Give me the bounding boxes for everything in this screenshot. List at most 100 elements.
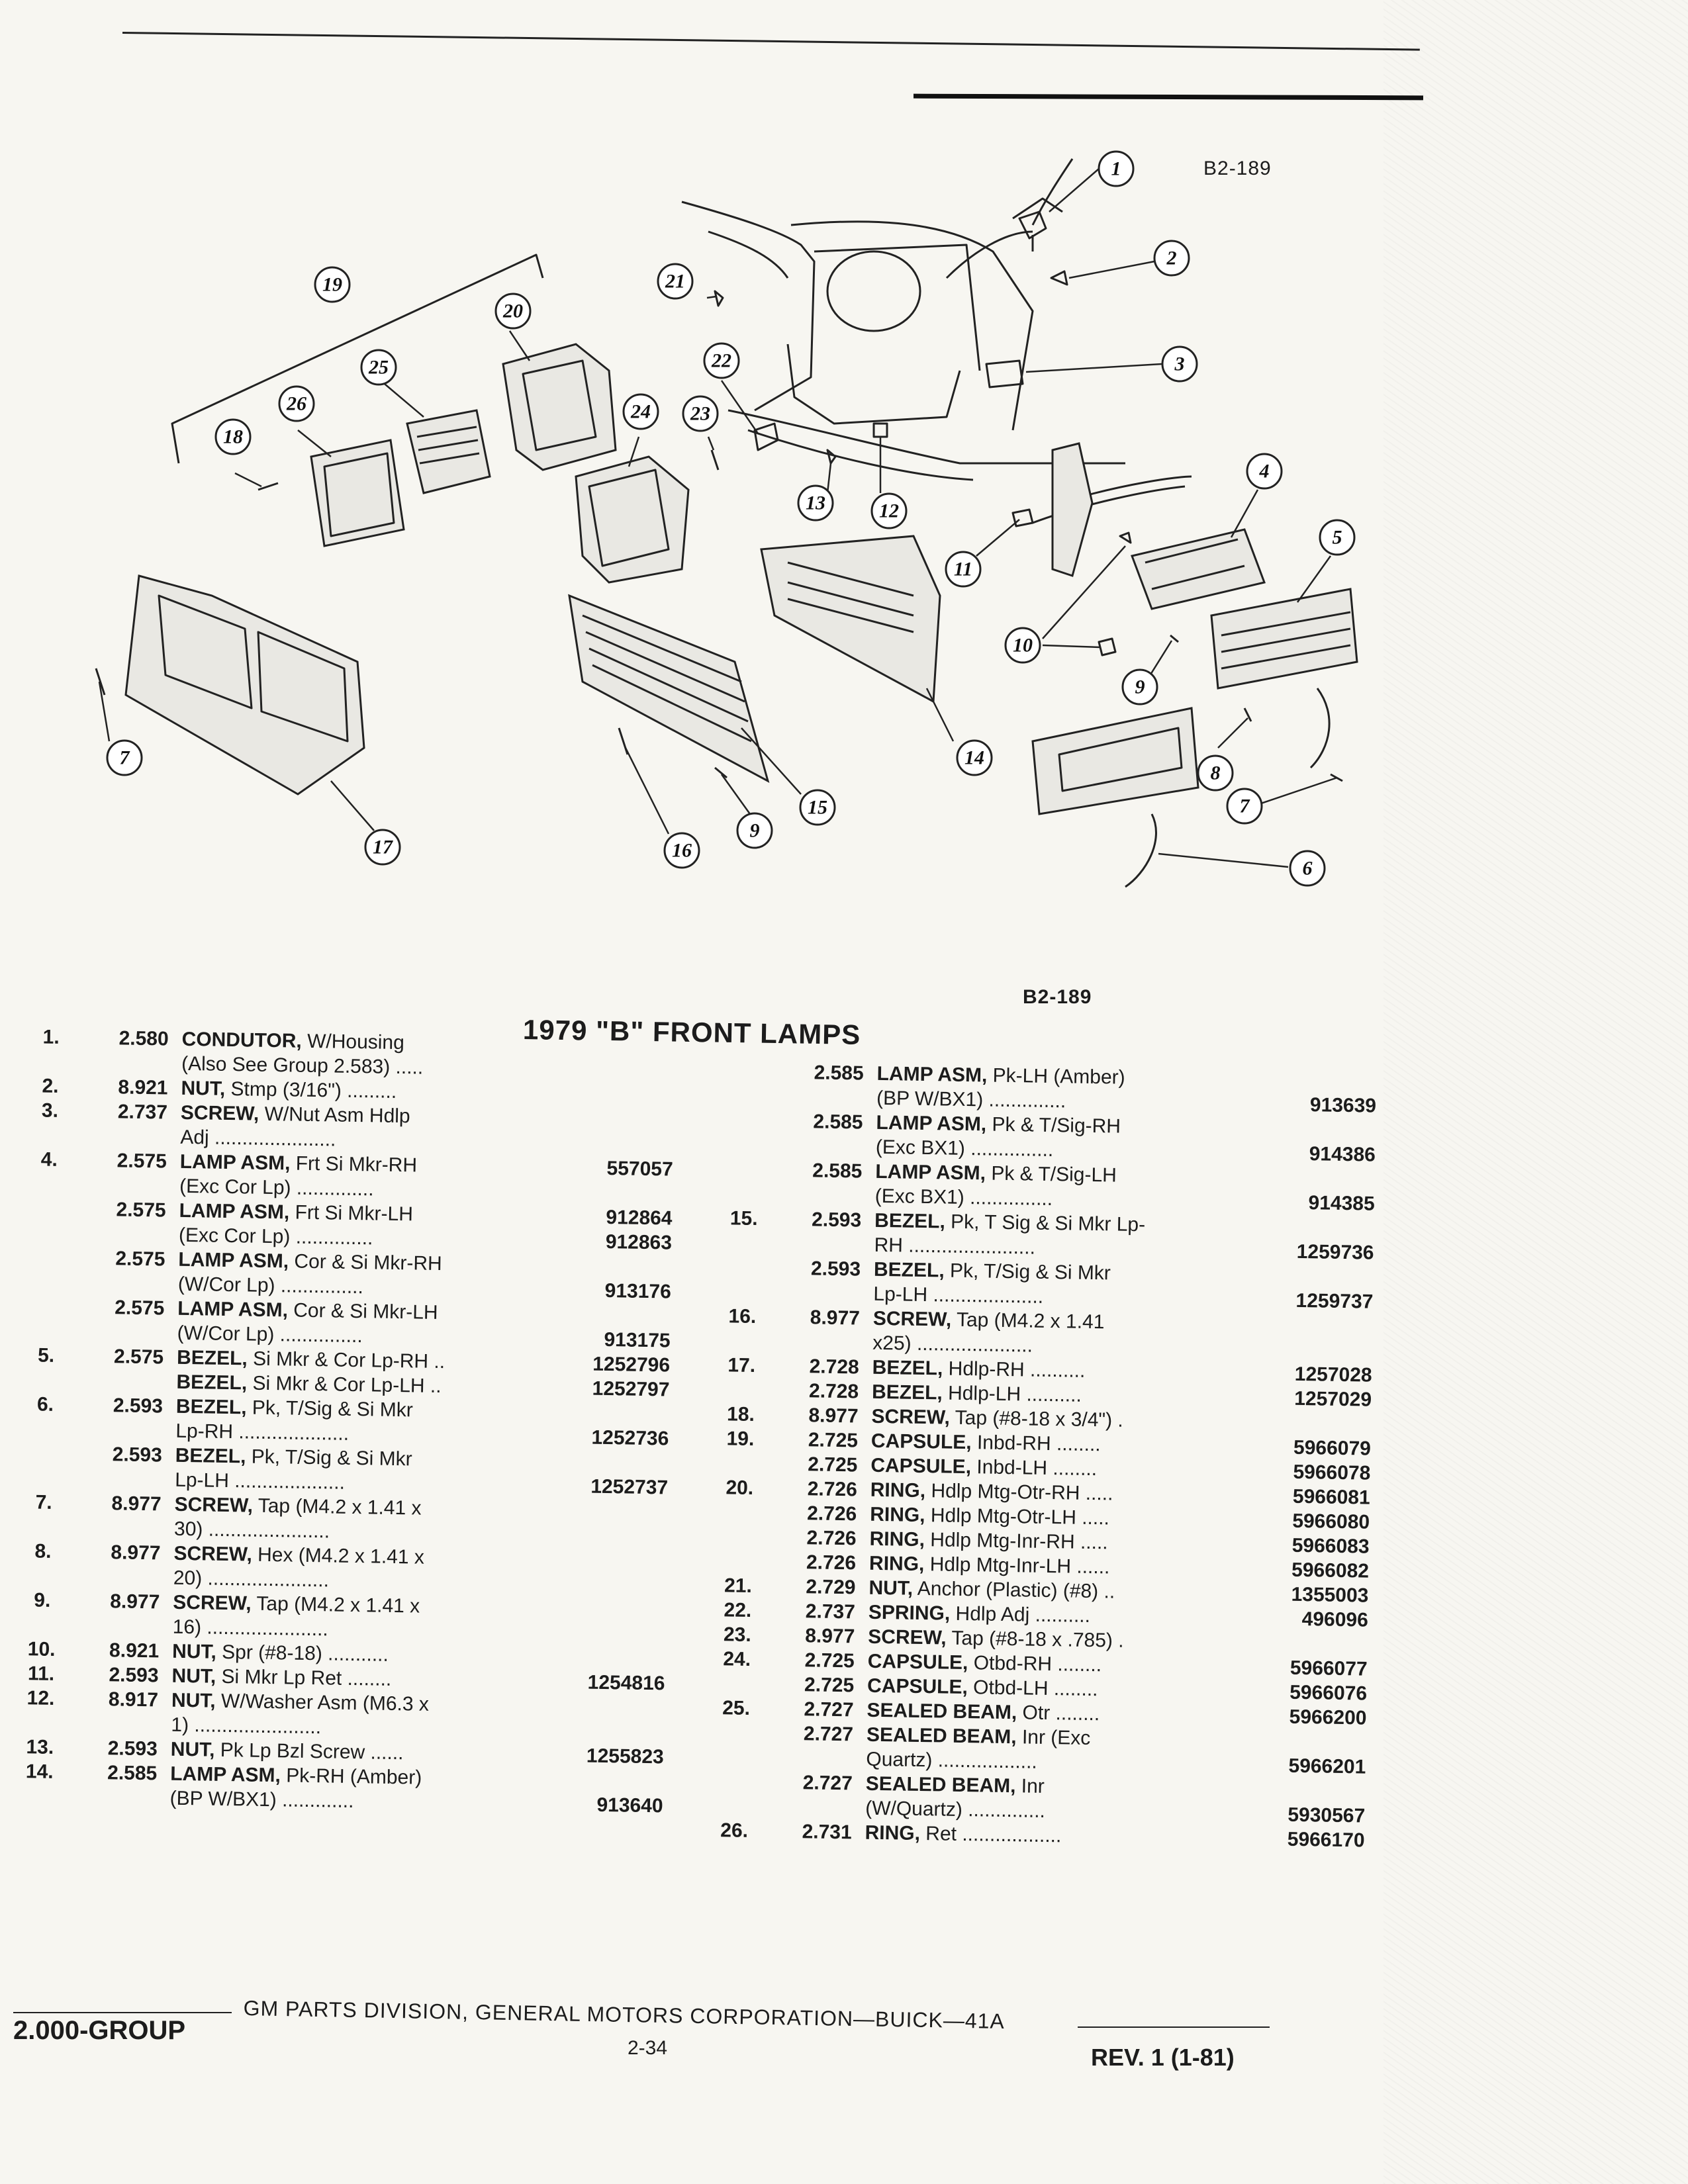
part-number: 5966080: [1292, 1510, 1370, 1533]
part-name: SCREW,: [173, 1591, 252, 1615]
callout-19: 19: [314, 266, 351, 303]
part-detail: Anchor (Plastic) (#8) ..: [912, 1577, 1115, 1603]
part-detail: Hdlp Mtg-Inr-RH .....: [924, 1529, 1108, 1554]
part-detail: (W/Quartz) ..............: [865, 1797, 1046, 1822]
part-name: NUT,: [171, 1664, 216, 1688]
part-detail: Si Mkr & Cor Lp-RH ..: [247, 1347, 445, 1373]
group-number: 2.593: [107, 1737, 158, 1760]
part-name: BEZEL,: [874, 1209, 946, 1233]
svg-text:6: 6: [1303, 858, 1313, 880]
part-park-lamp-bezel-window: [1058, 727, 1183, 792]
part-park-lamp-bezel: [1031, 707, 1199, 815]
callout-9-left: 9: [736, 812, 773, 849]
part-detail: Hdlp Mtg-Otr-LH .....: [925, 1504, 1110, 1529]
group-number: 8.977: [808, 1404, 859, 1428]
item-number: 11.: [27, 1662, 55, 1685]
group-number: 8.921: [118, 1076, 168, 1099]
part-conductor: [1018, 210, 1047, 251]
part-detail: 20) ......................: [173, 1567, 330, 1592]
svg-text:21: 21: [665, 271, 685, 293]
callout-15: 15: [799, 789, 836, 826]
callout-21: 21: [657, 263, 694, 300]
part-nut-12: [872, 422, 888, 438]
part-number: 5966077: [1289, 1657, 1368, 1680]
part-name: RING,: [865, 1821, 921, 1845]
part-name: LAMP ASM,: [178, 1248, 289, 1273]
part-name: SCREW,: [180, 1101, 259, 1125]
callout-18: 18: [214, 418, 252, 455]
part-name: LAMP ASM,: [179, 1199, 290, 1224]
part-name: SCREW,: [868, 1625, 947, 1649]
part-detail: Si Mkr & Cor Lp-LH ..: [246, 1372, 442, 1398]
part-name: SPRING,: [868, 1601, 951, 1625]
group-number: 2.585: [107, 1762, 158, 1785]
part-park-lamp-lines: [787, 561, 914, 633]
svg-text:17: 17: [373, 837, 393, 858]
part-name: NUT,: [181, 1077, 226, 1100]
part-name: BEZEL,: [176, 1346, 248, 1370]
callout-8: 8: [1197, 754, 1234, 792]
group-number: 2.585: [814, 1062, 864, 1085]
svg-text:7: 7: [120, 747, 130, 769]
item-number: 19.: [726, 1428, 755, 1451]
group-number: 8.921: [109, 1639, 160, 1662]
part-detail: Pk, T/Sig & Si Mkr: [944, 1259, 1111, 1285]
footer-rule-left: [13, 2012, 232, 2013]
part-screw-18: [258, 482, 279, 491]
figure-code-top: B2-189: [1203, 158, 1272, 179]
part-detail: W/Washer Asm (M6.3 x: [215, 1690, 430, 1715]
part-sealed-beam: [406, 409, 491, 494]
part-cor-lp-bezel-lines: [1221, 611, 1351, 670]
part-detail: Pk, T/Sig & Si Mkr: [246, 1445, 412, 1471]
description: RING, Ret ..................: [865, 1821, 1252, 1851]
part-detail: Stmp (3/16") .........: [224, 1077, 397, 1103]
part-number: 913176: [604, 1279, 672, 1303]
item-number: [715, 1059, 778, 1060]
part-mounting-ring: [502, 343, 617, 471]
item-number: 25.: [722, 1697, 751, 1719]
item-number: 24.: [723, 1648, 751, 1670]
exploded-parts-diagram: 1 2 3 4 5 6 7 8 9 10 11 12 13 14 15 16 1…: [95, 150, 1358, 888]
group-number: 2.726: [806, 1527, 857, 1550]
callout-3: 3: [1161, 345, 1198, 383]
part-detail: Cor & Si Mkr-LH: [287, 1299, 438, 1324]
part-screw-23: [710, 449, 720, 471]
svg-text:5: 5: [1333, 527, 1342, 549]
page-number: 2-34: [628, 2037, 668, 2059]
callout-10: 10: [1004, 627, 1041, 664]
part-number: 1259736: [1296, 1240, 1374, 1264]
part-grille-bezel: [568, 594, 770, 783]
part-detail: Pk Lp Bzl Screw ......: [214, 1739, 404, 1764]
callout-9: 9: [1121, 668, 1158, 705]
part-detail: Hex (M4.2 x 1.41 x: [252, 1543, 425, 1569]
part-detail: 16) ......................: [172, 1615, 329, 1641]
part-detail: Tap (M4.2 x 1.41 x: [251, 1592, 420, 1617]
group-number: 8.977: [810, 1306, 861, 1330]
callout-14: 14: [956, 739, 993, 776]
item-number: 18.: [726, 1403, 755, 1426]
item-number: 22.: [724, 1599, 752, 1621]
part-detail: Otbd-LH ........: [967, 1676, 1098, 1701]
item-number: 14.: [25, 1760, 54, 1783]
footer-group-code: 2.000-GROUP: [13, 2016, 186, 2045]
vehicle-body-outline: [681, 158, 1192, 577]
part-name: SEALED BEAM,: [865, 1772, 1016, 1797]
part-detail: 30) ......................: [173, 1518, 330, 1543]
callout-5: 5: [1319, 519, 1356, 556]
part-detail: Tap (M4.2 x 1.41 x: [252, 1494, 422, 1520]
part-number: 1252796: [592, 1353, 671, 1377]
svg-text:22: 22: [711, 350, 731, 372]
part-number: 1257029: [1293, 1387, 1372, 1411]
group-number: 2.593: [810, 1257, 861, 1281]
group-number: 2.593: [109, 1664, 159, 1687]
part-detail: Pk, T/Sig & Si Mkr: [246, 1396, 414, 1422]
callout-17: 17: [364, 829, 401, 866]
group-number: 2.731: [802, 1821, 852, 1844]
part-number: [1264, 1068, 1377, 1069]
callout-12: 12: [870, 492, 908, 529]
part-ret-ring: [310, 439, 405, 547]
part-number: 914385: [1308, 1192, 1375, 1215]
svg-text:12: 12: [879, 500, 899, 522]
part-number: 1255823: [586, 1745, 664, 1768]
part-number: 1259737: [1295, 1289, 1374, 1313]
